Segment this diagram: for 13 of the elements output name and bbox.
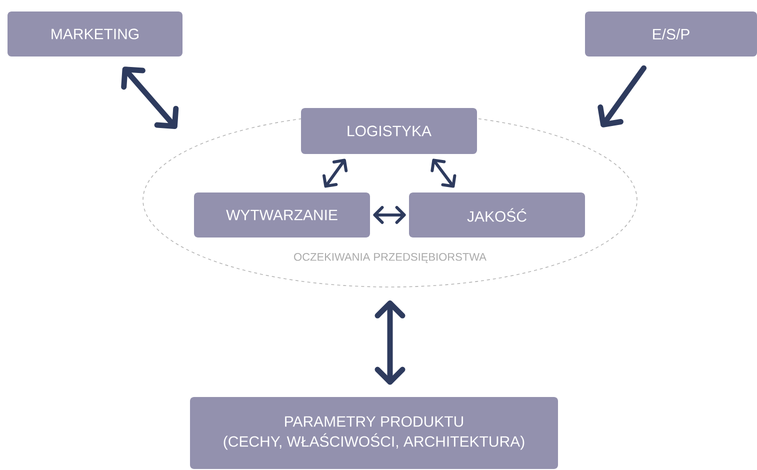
process-box: JAKOŚĆ (409, 192, 585, 238)
arrow (598, 65, 647, 128)
arrow (430, 158, 456, 188)
arrow (121, 66, 179, 129)
process-box: LOGISTYKA (301, 108, 477, 154)
process-box: PARAMETRY PRODUKTU (CECHY, WŁAŚCIWOŚCI, ARCHITEKTURA) (190, 396, 558, 469)
process-box: MARKETING (8, 12, 182, 56)
ellipse-label: OCZEKIWANIA PRZEDSIĘBIORSTWA (294, 253, 486, 263)
arrow (322, 158, 348, 188)
process-box: E/S/P (585, 12, 757, 56)
arrow (374, 300, 406, 385)
process-box: WYTWARZANIE (194, 192, 370, 238)
arrow (373, 206, 406, 224)
